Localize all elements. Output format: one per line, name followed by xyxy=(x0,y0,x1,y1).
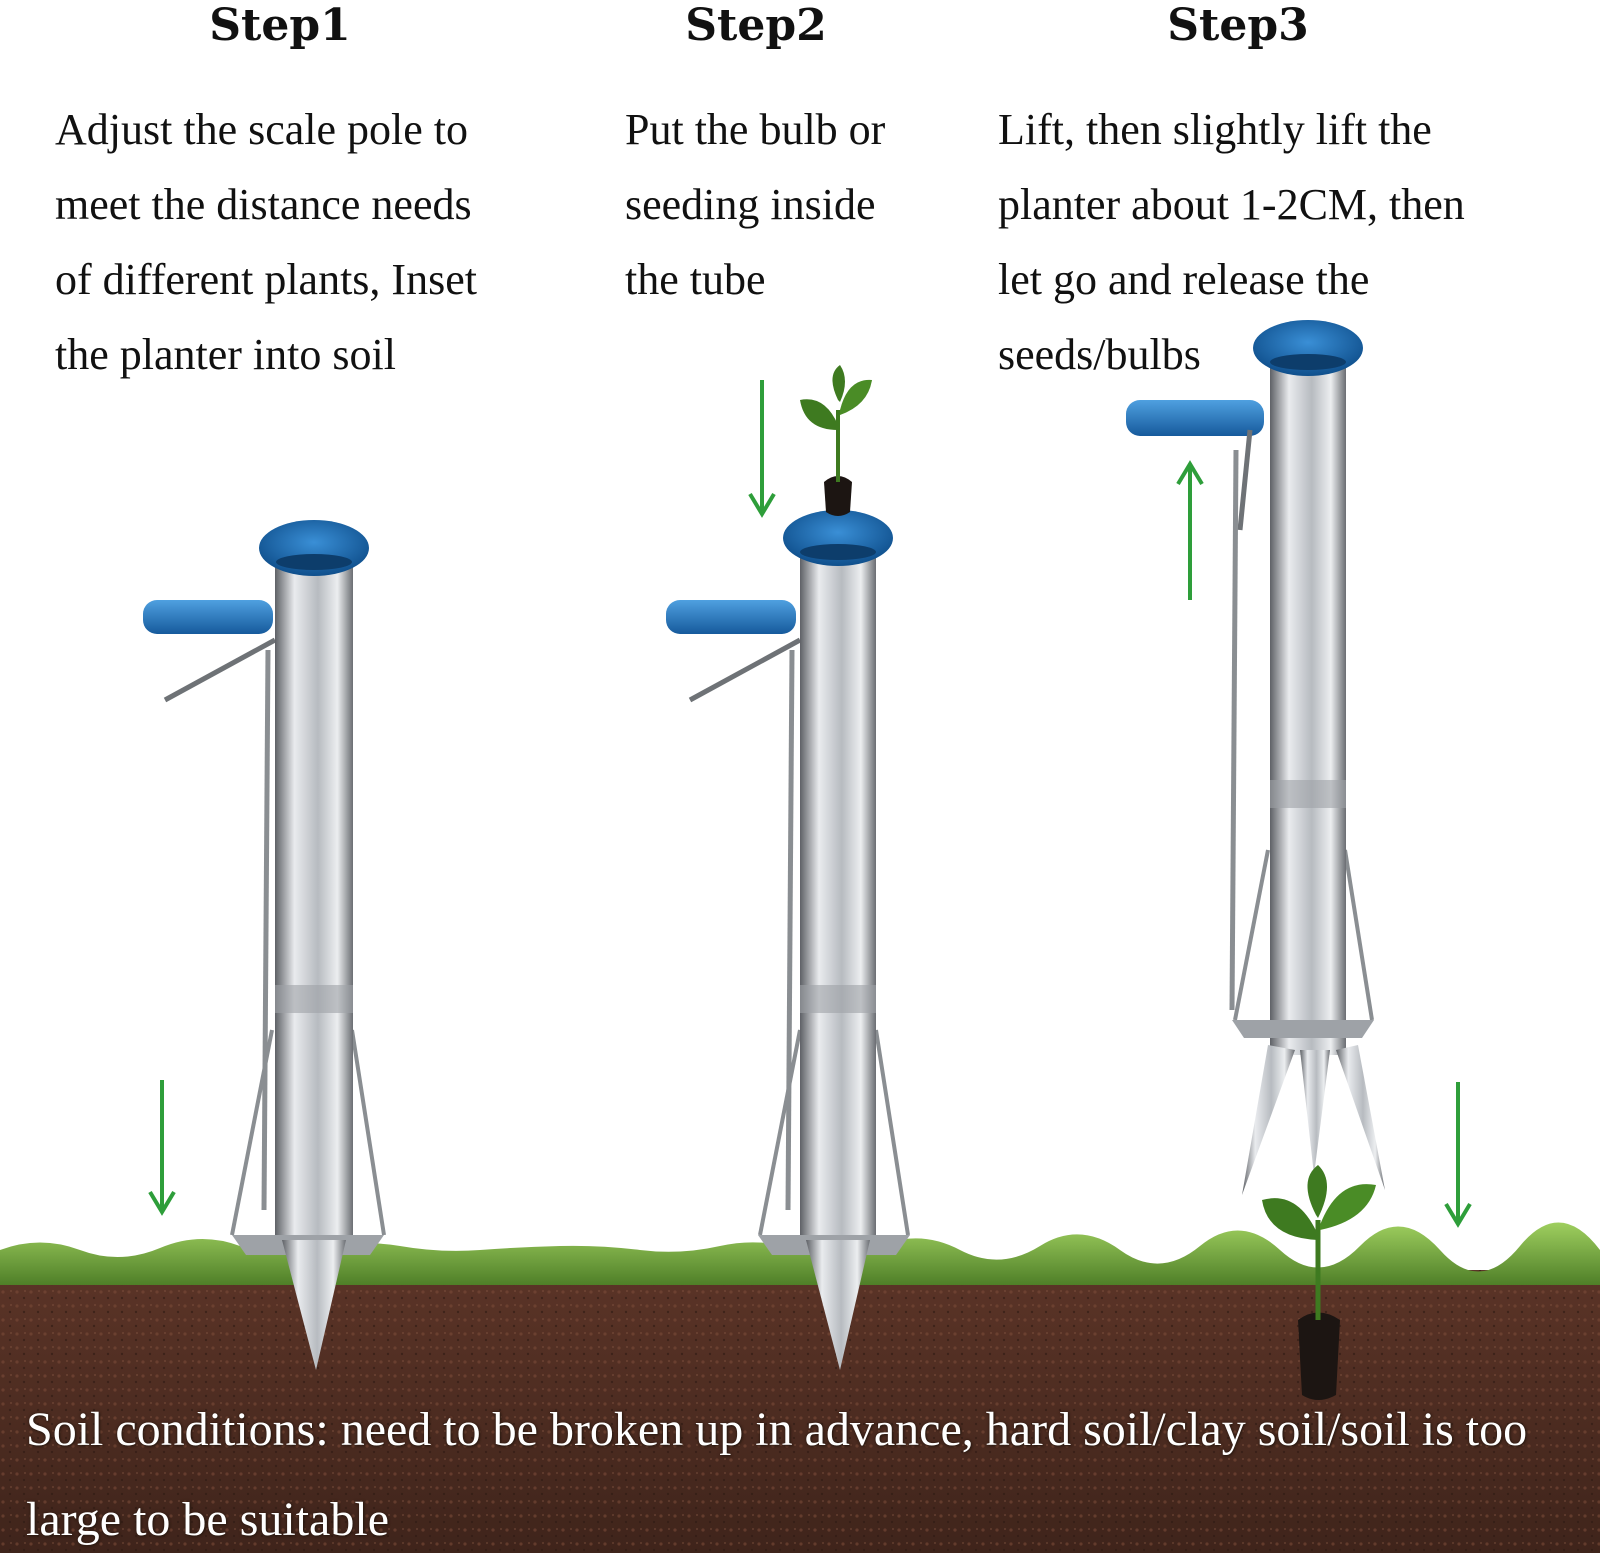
bulb-planter-icon xyxy=(1126,320,1385,1195)
step3-title: Step3 xyxy=(1167,0,1309,51)
down-arrow-icon xyxy=(1444,1082,1472,1228)
down-arrow-icon xyxy=(748,380,776,518)
down-arrow-icon xyxy=(148,1080,176,1216)
soil-conditions-note: Soil conditions: need to be broken up in… xyxy=(26,1403,1528,1546)
step3-description: Lift, then slightly lift the planter abo… xyxy=(998,105,1465,379)
step2-description: Put the bulb or seeding inside the tube xyxy=(625,105,886,304)
up-arrow-icon xyxy=(1176,460,1204,600)
bulb-planter-icon xyxy=(666,510,910,1370)
step1-title: Step1 xyxy=(209,0,351,51)
step1-description: Adjust the scale pole to meet the distan… xyxy=(55,105,477,379)
bulb-planter-icon xyxy=(143,520,386,1370)
seedling-icon xyxy=(800,365,872,516)
seedling-icon xyxy=(1262,1165,1376,1400)
step2-title: Step2 xyxy=(685,0,827,51)
